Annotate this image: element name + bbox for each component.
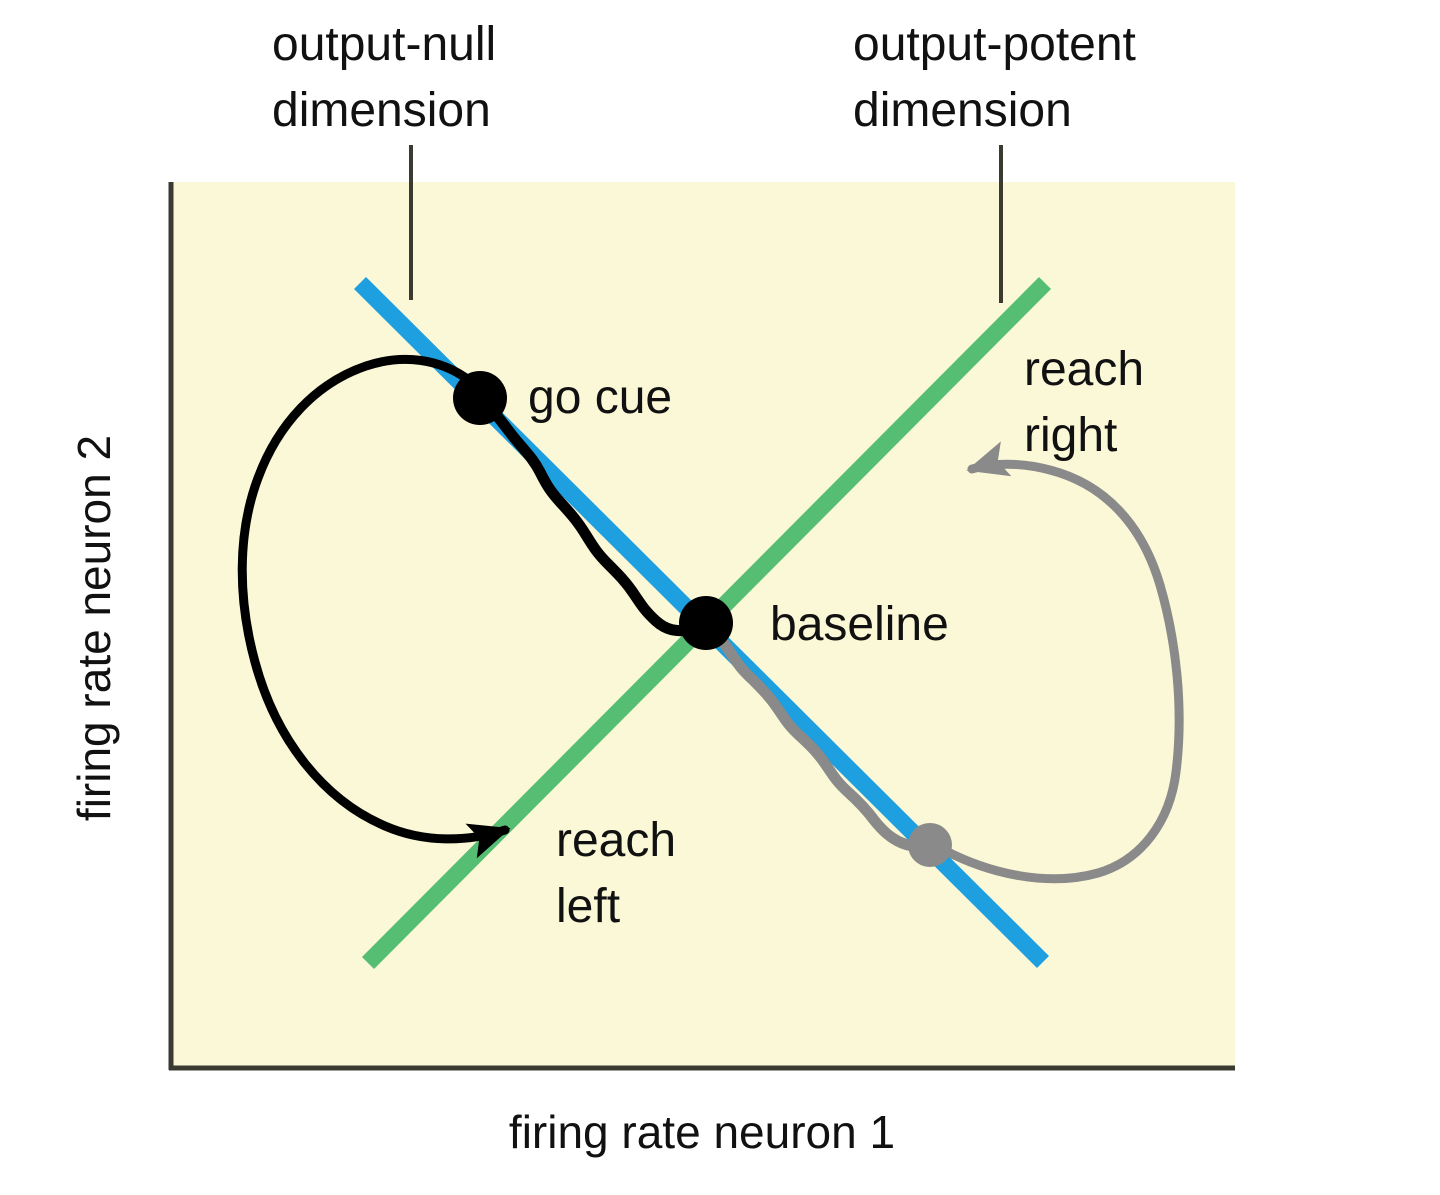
- reach-left-wiggle-path: [475, 393, 712, 637]
- reach-left-label-line1: reach: [556, 814, 676, 867]
- go-cue-label: go cue: [528, 371, 672, 424]
- output-potent-callout-line1: output-potent: [853, 18, 1136, 71]
- reach-right-label-line1: reach: [1024, 343, 1144, 396]
- output-potent-callout-line2: dimension: [853, 84, 1072, 137]
- reach-left-label-line2: left: [556, 880, 620, 933]
- baseline-dot: [679, 596, 733, 650]
- reach-right-loop-path: [939, 441, 1184, 884]
- output-null-callout-line1: output-null: [272, 18, 496, 71]
- y-axis-label: firing rate neuron 2: [68, 435, 120, 821]
- output-null-callout-line2: dimension: [272, 84, 491, 137]
- x-axis-label: firing rate neuron 1: [509, 1106, 895, 1158]
- reach-right-wiggle-path: [700, 617, 936, 852]
- baseline-label: baseline: [770, 598, 949, 651]
- go-cue-dot: [453, 371, 507, 425]
- reach-right-label-line2: right: [1024, 409, 1117, 462]
- reach-left-loop-path: [237, 354, 511, 859]
- reach-right-start-dot: [908, 823, 952, 867]
